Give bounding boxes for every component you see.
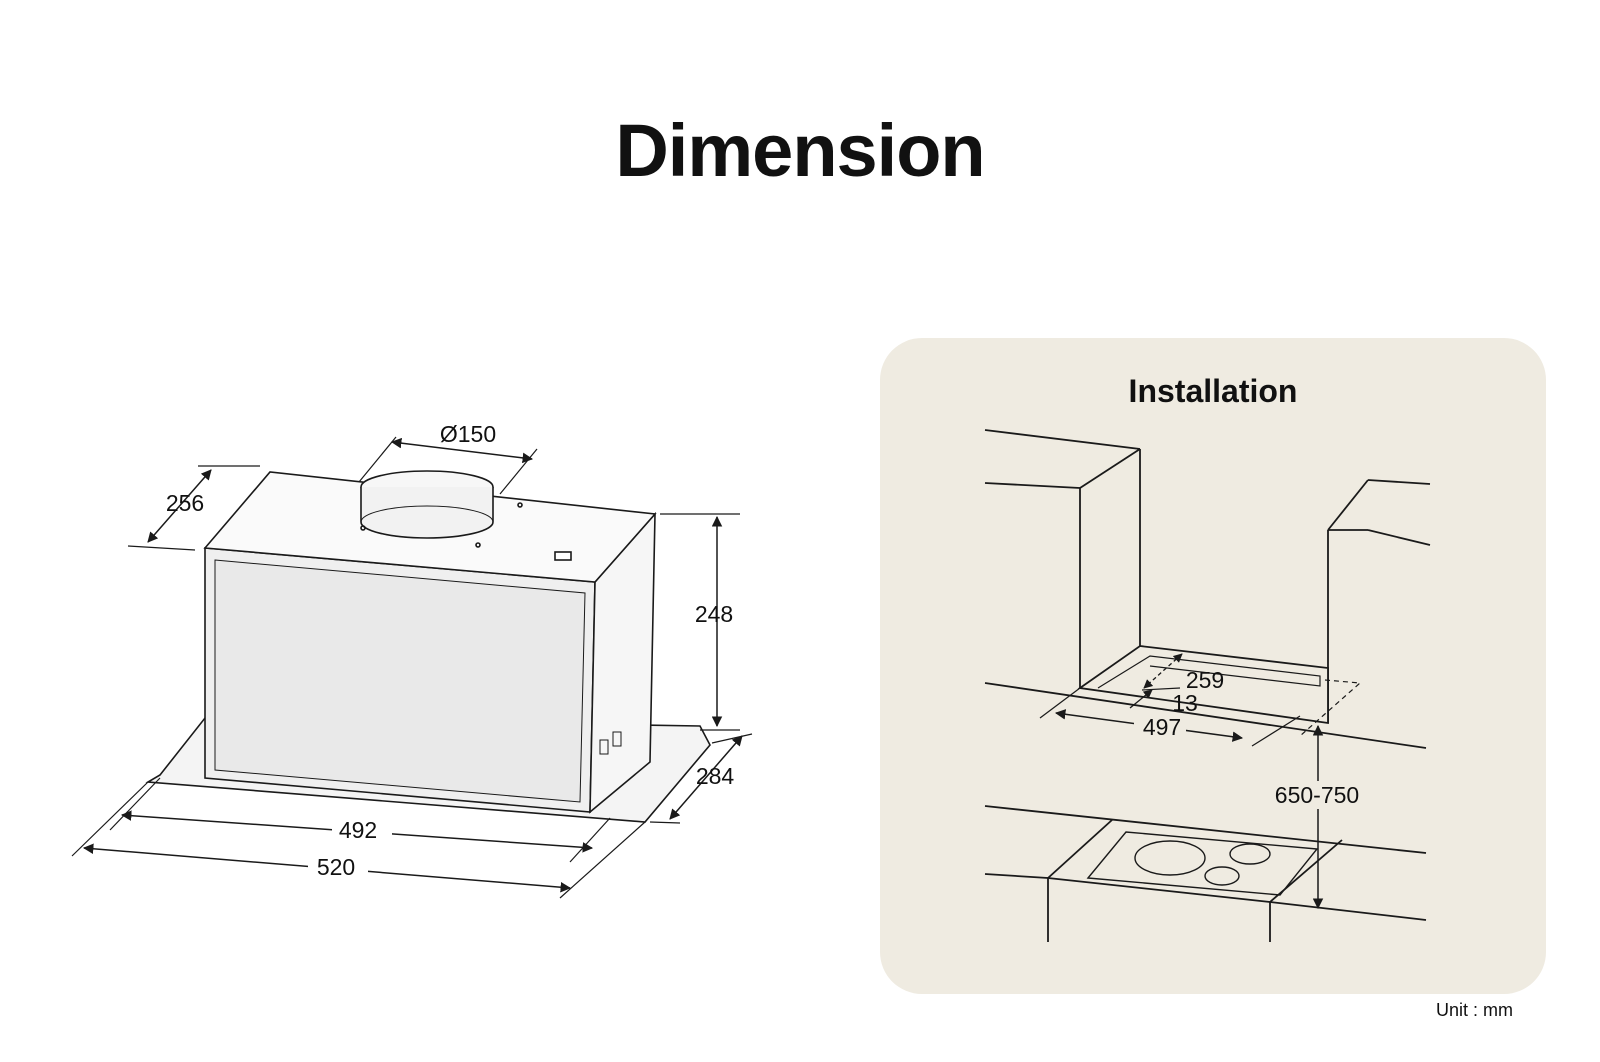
top-depth-label: 256: [166, 490, 204, 516]
cutout-depth-label: 259: [1186, 667, 1224, 693]
duct-diameter-dimension: Ø150: [358, 421, 538, 495]
cabinet-outline: [984, 429, 1431, 942]
top-depth-dimension: 256: [127, 465, 260, 551]
installation-panel: Installation: [880, 338, 1546, 994]
height-dimension: 248: [660, 513, 740, 731]
hood-dimension-drawing: Ø150 256 248 284 492 520: [71, 421, 753, 899]
outer-width-label: 520: [317, 854, 355, 880]
installation-title: Installation: [1128, 373, 1298, 409]
cutout-depth-dimension: 259: [1143, 653, 1224, 693]
outer-width-dimension: 520: [71, 781, 646, 899]
bottom-depth-label: 284: [696, 763, 735, 789]
installation-drawing: 259 13 497 650-750: [984, 429, 1431, 942]
offset-label: 13: [1172, 690, 1198, 716]
unit-note: Unit : mm: [1436, 1000, 1514, 1020]
mount-height-dimension: 650-750: [1265, 724, 1369, 910]
height-label: 248: [695, 601, 733, 627]
bottom-depth-dimension: 284: [649, 733, 753, 824]
duct-diameter-label: Ø150: [440, 421, 496, 447]
cutout-width-dimension: 497: [1039, 687, 1301, 747]
inner-width-label: 492: [339, 817, 377, 843]
inner-width-dimension: 492: [109, 777, 611, 863]
page-title: Dimension: [615, 109, 985, 192]
hood-body: [145, 470, 711, 823]
mount-height-label: 650-750: [1275, 782, 1359, 808]
cutout-width-label: 497: [1143, 714, 1181, 740]
